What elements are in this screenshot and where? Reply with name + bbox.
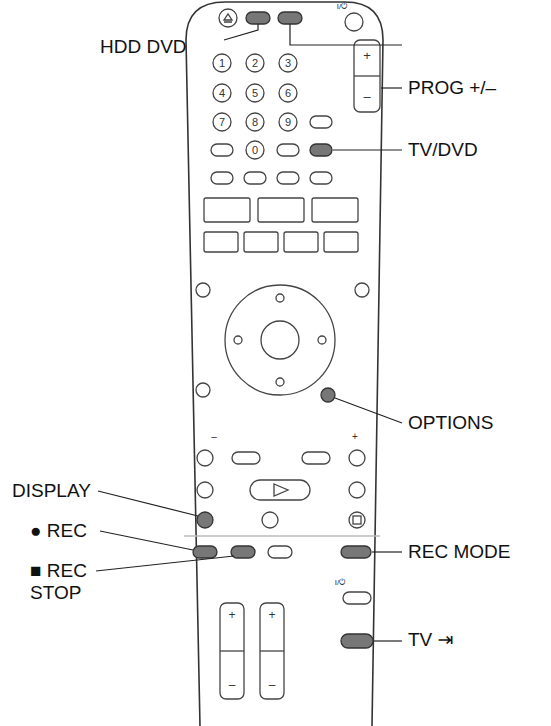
digit-marking: 3 <box>285 57 291 70</box>
button-label: TV ⇥ <box>408 629 453 651</box>
volume-rocker <box>220 603 244 699</box>
rec-mode-button <box>341 546 371 558</box>
power-button <box>345 13 363 31</box>
button-marking: – <box>211 431 217 443</box>
dvd-button <box>278 12 302 24</box>
button-label: ■ REC STOP <box>30 560 112 604</box>
button-marking: + <box>363 49 371 64</box>
button-label: REC MODE <box>408 541 510 563</box>
button-marking: I/⏻ <box>335 578 345 587</box>
digit-marking: 7 <box>219 116 225 129</box>
button-marking: – <box>269 679 276 693</box>
button-marking: – <box>363 90 370 105</box>
digit-marking: 0 <box>252 144 258 157</box>
hdd-button <box>246 12 270 24</box>
digit-marking: 2 <box>252 57 258 70</box>
rec-stop-button <box>231 546 255 558</box>
rec-button <box>193 546 217 558</box>
remote-body <box>186 2 383 726</box>
tv-input-button <box>341 634 373 648</box>
digit-marking: 5 <box>252 87 258 100</box>
button-label: DISPLAY <box>12 480 91 502</box>
button-marking: – <box>229 679 236 693</box>
options-button <box>321 388 335 402</box>
leader-lines <box>96 24 402 641</box>
button-marking: + <box>228 609 235 623</box>
button-label: OPTIONS <box>408 412 494 434</box>
digit-marking: 1 <box>219 57 225 70</box>
button-marking: + <box>268 609 275 623</box>
digit-marking: 8 <box>252 116 258 129</box>
display-button <box>197 512 213 528</box>
button-label: ● REC <box>30 520 87 542</box>
prog-rocker <box>354 40 380 112</box>
digit-marking: 9 <box>285 116 291 129</box>
button-label: TV/DVD <box>408 139 478 161</box>
button-marking: + <box>352 431 358 443</box>
digit-marking: 6 <box>285 87 291 100</box>
button-marking: I/⏻ <box>337 2 347 11</box>
tv-dvd-button <box>310 144 332 156</box>
eject-button <box>219 9 237 27</box>
digit-marking: 4 <box>219 87 225 100</box>
button-label: HDD DVD <box>100 36 187 58</box>
button-label: PROG +/– <box>408 77 496 99</box>
navigation-pad <box>225 285 335 395</box>
